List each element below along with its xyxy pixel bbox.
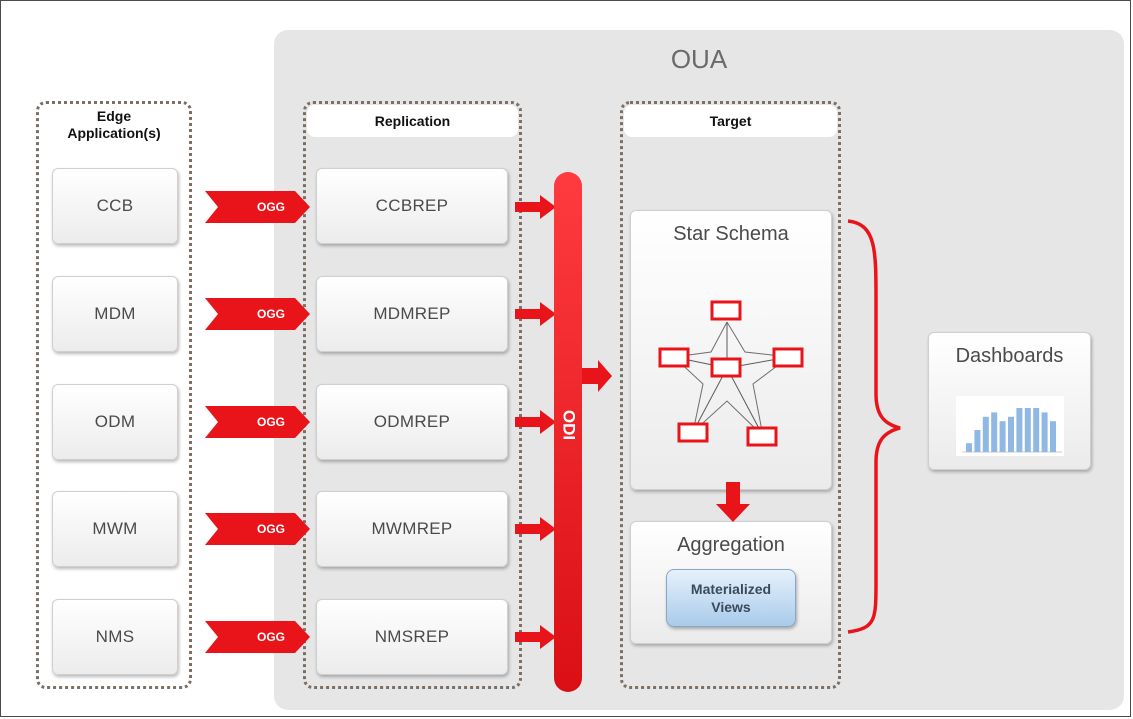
ogg-connectors — [205, 191, 310, 653]
materialized-views-line2: Views — [711, 599, 751, 615]
star-to-aggregation-arrow — [716, 482, 750, 522]
ogg-label-odm: OGG — [256, 415, 285, 429]
odi-to-target-arrow — [582, 360, 612, 392]
star-schema-title: Star Schema — [673, 223, 789, 245]
schema-node-center — [710, 357, 742, 378]
rep-arrow-odm — [515, 410, 556, 434]
schema-node-top — [710, 300, 742, 321]
edge-applications-header: Edge Application(s) — [40, 105, 188, 145]
ogg-label-mwm: OGG — [256, 522, 285, 536]
mini-bar — [1041, 412, 1048, 452]
ogg-label-ccb: OGG — [256, 200, 285, 214]
replication-header: Replication — [307, 105, 518, 137]
ogg-arrow-odm — [205, 406, 310, 438]
ogg-label-mdm: OGG — [256, 307, 285, 321]
odi-bus — [554, 172, 582, 692]
ogg-arrow-mdm — [205, 298, 310, 330]
mini-bar — [999, 421, 1006, 452]
mini-bar — [991, 412, 998, 452]
edge-header-line2: Application(s) — [67, 125, 161, 141]
ogg-arrow-ccb — [205, 191, 310, 223]
edge-item-mwm: MWM — [52, 491, 178, 567]
edge-item-nms: NMS — [52, 599, 178, 675]
aggregation-title: Aggregation — [677, 534, 785, 556]
replication-to-odi-arrows — [515, 195, 556, 649]
edge-item-mdm: MDM — [52, 276, 178, 352]
schema-node-left — [658, 347, 690, 368]
mini-bar — [982, 416, 989, 452]
replication-item-ccbrep: CCBREP — [316, 168, 508, 244]
dashboards-brace — [847, 219, 901, 634]
ogg-label-nms: OGG — [256, 630, 285, 644]
ogg-arrow-mwm — [205, 513, 310, 545]
schema-node-bottom-left — [677, 422, 709, 443]
replication-item-nmsrep: NMSREP — [316, 599, 508, 675]
edge-applications-group — [36, 101, 192, 689]
replication-item-odmrep: ODMREP — [316, 384, 508, 460]
star-schema-graph — [672, 321, 791, 438]
schema-node-bottom-right — [746, 426, 778, 447]
replication-group — [303, 101, 522, 689]
materialized-views-line1: Materialized — [690, 581, 772, 597]
dashboard-mini-chart — [956, 396, 1064, 456]
mini-chart-bars — [966, 408, 1056, 452]
dashboards-title: Dashboards — [955, 345, 1064, 367]
edge-header-line1: Edge — [96, 108, 132, 124]
star-schema-nodes — [658, 300, 804, 447]
edge-item-ccb: CCB — [52, 168, 178, 244]
mini-bar — [966, 443, 972, 452]
mini-bar — [1050, 421, 1056, 452]
mini-bar — [1024, 408, 1031, 452]
odi-label: ODI — [560, 410, 579, 440]
replication-item-mdmrep: MDMREP — [316, 276, 508, 352]
replication-item-mwmrep: MWMREP — [316, 491, 508, 567]
target-group — [620, 101, 841, 689]
ogg-arrow-nms — [205, 621, 310, 653]
mini-bar — [1016, 408, 1023, 452]
schema-node-right — [772, 347, 804, 368]
rep-arrow-mwm — [515, 517, 556, 541]
mini-bar — [974, 430, 981, 452]
rep-arrow-nms — [515, 625, 556, 649]
oua-title: OUA — [670, 44, 728, 74]
materialized-views-box: Materialized Views — [666, 569, 796, 627]
rep-arrow-ccb — [515, 195, 556, 219]
rep-arrow-mdm — [515, 302, 556, 326]
mini-bar — [1008, 416, 1014, 452]
mini-bar — [1033, 408, 1040, 452]
edge-item-odm: ODM — [52, 384, 178, 460]
target-header: Target — [624, 105, 837, 137]
